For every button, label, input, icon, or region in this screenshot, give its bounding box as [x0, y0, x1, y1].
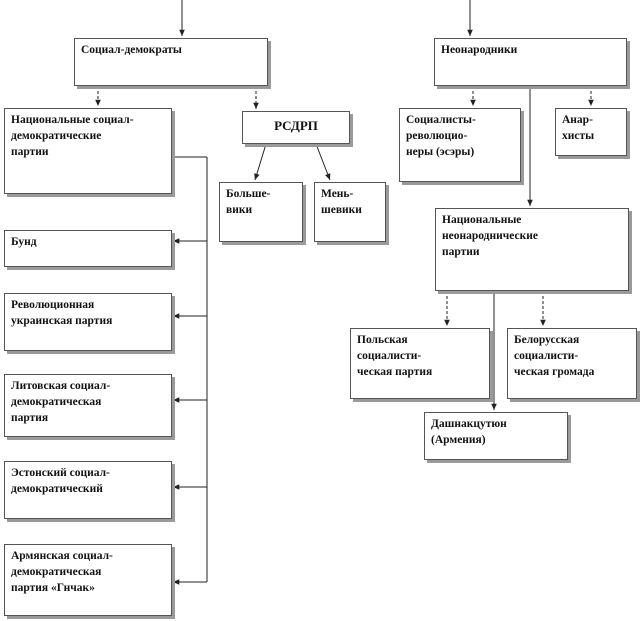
label-anarchists: Анар- хисты: [562, 114, 595, 142]
box-bolsheviks: Больше- вики: [219, 182, 303, 242]
label-rsdrp: РСДРП: [274, 118, 318, 133]
connector-rsdrp-bolsheviks: [254, 143, 267, 181]
label-sr: Социалисты- революцио- неры (эсэры): [406, 114, 476, 158]
label-dashnaktsutyun: Дашнакцутюн (Армения): [431, 418, 507, 446]
label-belarusian-hromada: Белорусская социалисти- ческая громада: [514, 334, 595, 378]
label-lithuanian-sd: Литовская социал- демократическая партия: [11, 380, 111, 424]
box-sr: Социалисты- революцио- неры (эсэры): [399, 108, 521, 182]
box-estonian-sd: Эстонский социал- демократический: [4, 461, 172, 519]
box-polish-socialist: Польская социалисти- ческая партия: [350, 328, 490, 399]
label-national-sd: Национальные социал- демократические пар…: [11, 114, 134, 158]
box-neonarodniki: Неонародники: [434, 38, 627, 86]
box-social-democrats: Социал-демократы: [74, 38, 268, 86]
label-neonarodniki: Неонародники: [441, 44, 518, 56]
box-dashnaktsutyun: Дашнакцутюн (Армения): [424, 412, 568, 460]
label-polish-socialist: Польская социалисти- ческая партия: [357, 334, 433, 378]
box-bund: Бунд: [4, 230, 172, 267]
label-armenian-sd: Армянская социал- демократическая партия…: [11, 550, 113, 594]
label-social-democrats: Социал-демократы: [81, 44, 182, 56]
box-belarusian-hromada: Белорусская социалисти- ческая громада: [507, 328, 637, 399]
box-rsdrp: РСДРП: [242, 111, 350, 144]
connector-rsdrp-mensheviks: [315, 143, 331, 181]
box-national-sd: Национальные социал- демократические пар…: [4, 108, 172, 194]
box-armenian-sd: Армянская социал- демократическая партия…: [4, 544, 172, 616]
label-bolsheviks: Больше- вики: [226, 188, 271, 216]
label-estonian-sd: Эстонский социал- демократический: [11, 467, 110, 495]
box-ukrainian-party: Революционная украинская партия: [4, 293, 172, 351]
box-lithuanian-sd: Литовская социал- демократическая партия: [4, 374, 172, 437]
label-mensheviks: Мень- шевики: [321, 188, 362, 216]
label-national-neonarodnik: Национальные неонароднические партии: [442, 214, 538, 258]
label-bund: Бунд: [11, 236, 37, 248]
box-national-neonarodnik: Национальные неонароднические партии: [435, 208, 629, 291]
box-mensheviks: Мень- шевики: [314, 182, 386, 242]
label-ukrainian-party: Революционная украинская партия: [11, 299, 113, 327]
box-anarchists: Анар- хисты: [555, 108, 627, 156]
